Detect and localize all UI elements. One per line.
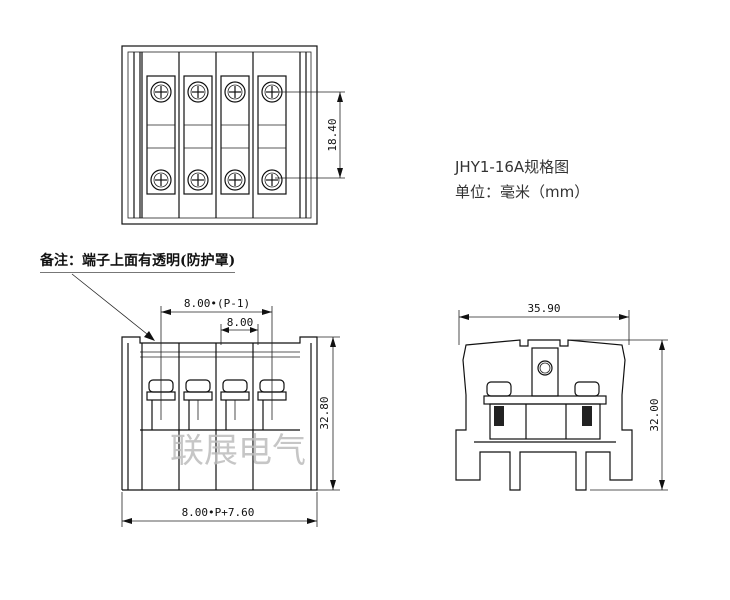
screw-icon — [150, 169, 172, 191]
dim-18-40: 18.40 — [326, 118, 339, 151]
front-pole — [215, 343, 250, 490]
screw-icon — [224, 81, 246, 103]
screw-icon — [187, 81, 209, 103]
dim-pitch: 8.00 — [227, 316, 254, 329]
top-view: 18.40 — [121, 45, 345, 225]
top-pole — [178, 52, 213, 218]
note-leader — [71, 273, 153, 339]
screw-icon — [261, 169, 283, 191]
watermark: 联展电气 — [170, 431, 306, 471]
top-pole — [252, 52, 287, 218]
side-view: 35.90 32.00 — [455, 302, 668, 491]
unit-label: 单位：毫米（mm） — [455, 183, 590, 201]
dim-span: 8.00•(P-1) — [184, 297, 250, 310]
note-label: 备注：端子上面有透明(防护罩) — [40, 250, 236, 273]
dim-35-90: 35.90 — [527, 302, 560, 315]
front-pole — [178, 343, 213, 490]
front-view: 8.00•(P-1) 8.00 32.80 8.00•P+7.60 联展电气 — [121, 297, 340, 527]
top-pole — [141, 52, 176, 218]
dim-total-width: 8.00•P+7.60 — [182, 506, 255, 519]
dim-32-00: 32.00 — [648, 398, 661, 431]
front-pole — [141, 343, 176, 490]
dim-32-80: 32.80 — [318, 396, 331, 429]
screw-icon — [150, 81, 172, 103]
screw-icon — [224, 169, 246, 191]
top-pole — [215, 52, 250, 218]
drawing-title: JHY1-16A规格图 — [455, 158, 570, 176]
screw-icon — [187, 169, 209, 191]
